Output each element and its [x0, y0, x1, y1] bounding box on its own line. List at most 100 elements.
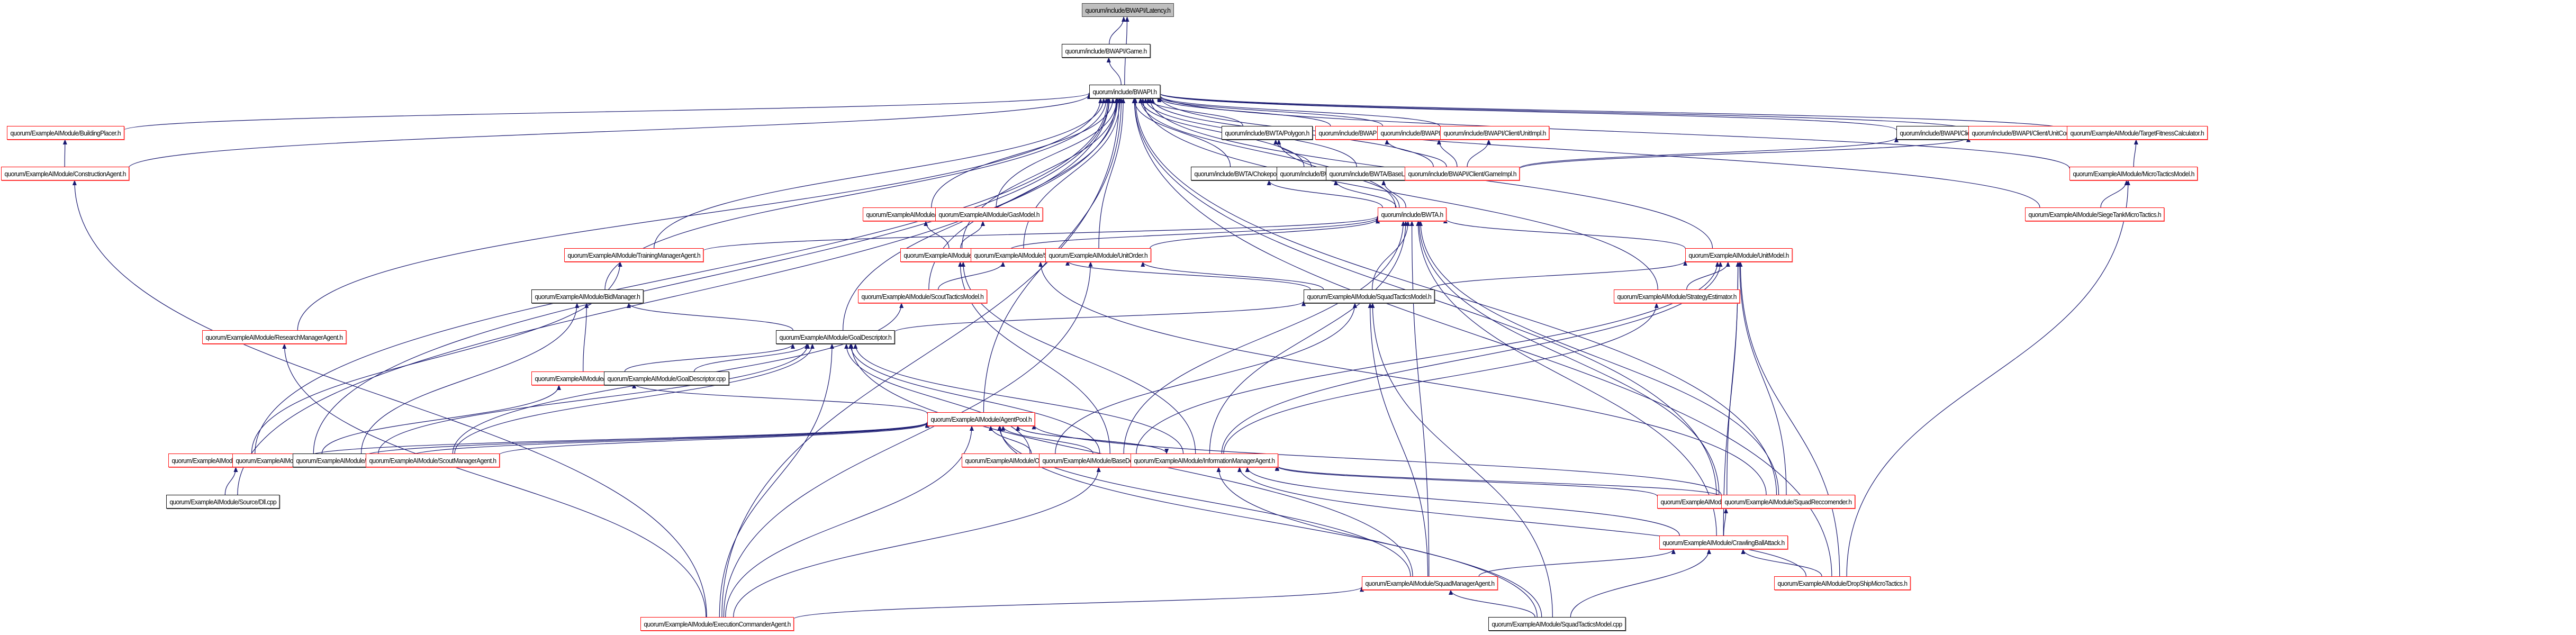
node-bwapi-h[interactable]: quorum/include/BWAPI.h	[1089, 85, 1160, 98]
node-game-h[interactable]: quorum/include/BWAPI/Game.h	[1062, 44, 1151, 58]
edge-microtactics-to-bwapi	[1157, 94, 2070, 169]
edge-bwapi-to-game	[1106, 57, 1122, 85]
edge-scouttactics-to-squad	[937, 261, 1005, 290]
edge-execution-to-goaldesc	[719, 343, 834, 618]
node-squadtacticsmodel-cpp[interactable]: quorum/ExampleAIModule/SquadTacticsModel…	[1488, 617, 1626, 631]
node-bwta-h[interactable]: quorum/include/BWTA.h	[1378, 207, 1447, 221]
node-buildingplacer-h[interactable]: quorum/ExampleAIModule/BuildingPlacer.h	[7, 126, 124, 140]
edge-dropship-to-crawling	[1741, 549, 1822, 577]
node-microtacticsmodel-h[interactable]: quorum/ExampleAIModule/MicroTacticsModel…	[2069, 167, 2198, 180]
edge-basemodel-to-bwapi	[961, 98, 1119, 249]
edge-unitimpl-to-bwapi	[1157, 95, 1441, 127]
edge-quorummodule-to-bwapi	[255, 98, 1110, 454]
edge-dllcpp-to-quorummodule	[224, 467, 238, 495]
node-unitorder-h[interactable]: quorum/ExampleAIModule/UnitOrder.h	[1045, 248, 1151, 262]
node-targetfitnesscalculator-h[interactable]: quorum/ExampleAIModule/TargetFitnessCalc…	[2067, 126, 2208, 140]
node-siegetankmicrotactics-h[interactable]: quorum/ExampleAIModule/SiegeTankMicroTac…	[2025, 207, 2165, 221]
edge-threataware-to-bwta	[1417, 221, 1720, 495]
edge-execution-to-bwapi	[721, 98, 1122, 618]
node-informationmanageragent-h[interactable]: quorum/ExampleAIModule/InformationManage…	[1131, 453, 1278, 467]
node-client-unitimpl-h[interactable]: quorum/include/BWAPI/Client/UnitImpl.h	[1440, 126, 1550, 140]
edge-unitorder-to-bwta	[1150, 218, 1380, 249]
edge-unitcommand-to-bwapi	[1157, 93, 1969, 131]
edge-squad-to-bwapi	[1023, 98, 1122, 249]
edge-arbitrator-to-bidmanager	[583, 303, 589, 372]
edge-squadtactics-to-unitorder	[1141, 261, 1324, 290]
edge-goalgen-to-agentpool	[363, 422, 929, 457]
edge-bwta-to-baselocation	[1381, 180, 1406, 208]
node-dropshipmicrotactics-h[interactable]: quorum/ExampleAIModule/DropShipMicroTact…	[1774, 576, 1911, 590]
node-squadreccomender-h[interactable]: quorum/ExampleAIModule/SquadReccomender.…	[1721, 495, 1855, 509]
edge-crawling-to-information	[1245, 467, 1680, 536]
edge-siegetank-to-microtactics	[2100, 180, 2129, 208]
node-scouttacticsmodel-h[interactable]: quorum/ExampleAIModule/ScoutTacticsModel…	[858, 289, 987, 303]
edge-squadtactics-to-unitmodel	[1430, 260, 1687, 290]
edge-training-to-bwta	[702, 215, 1380, 252]
node-client-gameimpl-h[interactable]: quorum/include/BWAPI/Client/GameImpl.h	[1405, 167, 1520, 180]
edge-goaldesc-to-squadtactics	[893, 301, 1306, 333]
edge-training-to-bwapi	[654, 98, 1106, 249]
edge-strategy-to-unitmodel	[1686, 261, 1730, 290]
edge-squadrec-to-bwta	[1418, 221, 1779, 495]
node-crawlingballattack-h[interactable]: quorum/ExampleAIModule/CrawlingBallAttac…	[1659, 536, 1788, 549]
edge-basedefense-to-agentpool	[1001, 425, 1093, 454]
edge-squadrec-to-squad	[1038, 261, 1767, 495]
edge-goalgen-to-bwapi	[313, 98, 1111, 454]
edge-execution-to-agentpool	[725, 425, 974, 618]
node-unitmodel-h[interactable]: quorum/ExampleAIModule/UnitModel.h	[1685, 248, 1793, 262]
edge-basemodel-to-mineralmodel	[924, 221, 950, 249]
edge-playerimpl-to-bwapi	[1157, 95, 1384, 126]
edge-offensive-to-squadtactics	[1055, 303, 1357, 454]
edge-unitmodel-to-bwta	[1443, 217, 1686, 249]
edge-gameimpl-to-forceimpl	[1385, 139, 1447, 167]
node-researchmanageragent-h[interactable]: quorum/ExampleAIModule/ResearchManagerAg…	[202, 330, 346, 344]
node-gasmodel-h[interactable]: quorum/ExampleAIModule/GasModel.h	[935, 207, 1043, 221]
edge-dllcpp-to-bwapi	[237, 98, 1111, 495]
edge-basemodel-to-bwta	[1009, 216, 1380, 251]
node-bwta-polygon-h[interactable]: quorum/include/BWTA/Polygon.h	[1222, 126, 1313, 140]
edge-squadtacticscpp-to-squadmanager	[1449, 589, 1535, 618]
node-agentpool-h[interactable]: quorum/ExampleAIModule/AgentPool.h	[927, 412, 1035, 426]
edge-quorummodule-to-agentpool	[308, 421, 929, 457]
edge-goalgen-to-arbitrator	[321, 385, 561, 454]
node-squadmanageragent-h[interactable]: quorum/ExampleAIModule/SquadManagerAgent…	[1362, 576, 1498, 590]
node-squadtacticsmodel-h[interactable]: quorum/ExampleAIModule/SquadTacticsModel…	[1304, 289, 1435, 303]
edge-buildingplacer-to-bwapi	[123, 92, 1091, 131]
edge-information-to-bwta	[1209, 221, 1408, 454]
edge-basedefense-to-bwta	[1123, 221, 1406, 454]
node-latency-h: quorum/include/BWAPI/Latency.h	[1082, 3, 1174, 17]
node-bidmanager-h[interactable]: quorum/ExampleAIModule/BidManager.h	[531, 289, 644, 303]
node-executioncommanderagent-h[interactable]: quorum/ExampleAIModule/ExecutionCommande…	[640, 617, 794, 631]
edge-squadtacticscpp-to-squadtactics	[1370, 303, 1553, 618]
edge-squadmanager-to-agentpool	[997, 425, 1411, 577]
edge-scoutmanager-to-agentpool	[498, 422, 929, 456]
edge-squadmanager-to-squadtactics	[1368, 303, 1429, 577]
node-trainingmanageragent-h[interactable]: quorum/ExampleAIModule/TrainingManagerAg…	[564, 248, 704, 262]
edge-scoutmanager-to-goaldesc	[454, 343, 815, 454]
node-goaldescriptor-h[interactable]: quorum/ExampleAIModule/GoalDescriptor.h	[776, 330, 895, 344]
node-bwta-chokepoint-h[interactable]: quorum/include/BWTA/Chokepoint.h	[1191, 167, 1290, 180]
edge-squadmanager-to-bwta	[1409, 221, 1430, 577]
edge-gameimpl-to-unitcommand	[1518, 137, 1971, 170]
edge-strategy-to-bwapi	[1141, 98, 1658, 290]
edge-execution-to-squadmanager	[792, 586, 1364, 620]
edge-unitorder-to-bwapi	[1098, 98, 1126, 249]
edge-dropship-to-bwapi	[1132, 98, 1832, 577]
edge-bidmanagercpp-to-goaldesc	[378, 343, 810, 454]
node-source-dll-cpp[interactable]: quorum/ExampleAIModule/Source/Dll.cpp	[166, 495, 280, 509]
edge-bidmanagercpp-to-agentpool	[410, 422, 929, 457]
node-goaldescriptor-cpp[interactable]: quorum/ExampleAIModule/GoalDescriptor.cp…	[604, 371, 729, 385]
edge-information-to-goaldesc	[853, 343, 1184, 454]
node-scoutmanageragent-h[interactable]: quorum/ExampleAIModule/ScoutManagerAgent…	[366, 453, 500, 467]
edge-squadrec-to-agentpool	[1032, 424, 1722, 495]
edge-dropship-to-unitmodel	[1738, 261, 1840, 577]
node-strategyestimator-h[interactable]: quorum/ExampleAIModule/StrategyEstimator…	[1614, 289, 1740, 303]
edge-bwta-to-bwapi	[1138, 98, 1396, 208]
edge-execution-to-construction	[72, 180, 707, 618]
edge-execution-to-research	[282, 343, 707, 618]
edge-goaldesccpp-to-goaldesc	[693, 343, 809, 372]
edge-game-to-latency	[1109, 16, 1126, 44]
edge-squadrec-to-bwapi	[1133, 98, 1777, 495]
node-constructionagent-h[interactable]: quorum/ExampleAIModule/ConstructionAgent…	[1, 167, 130, 180]
